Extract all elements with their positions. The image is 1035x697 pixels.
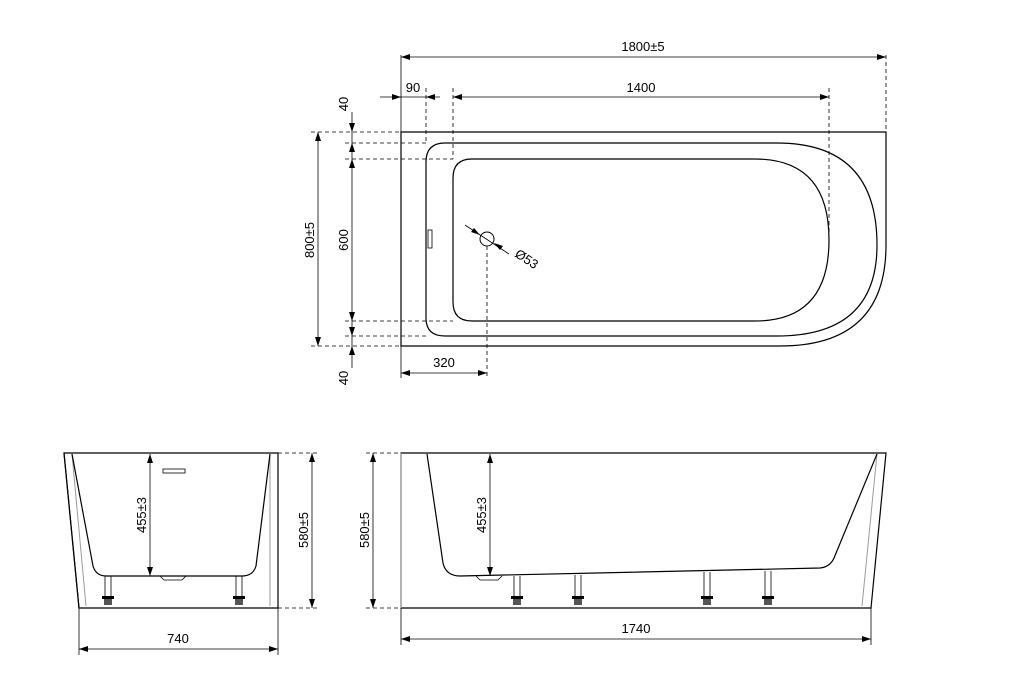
side-view-height-label: 580±5: [357, 512, 372, 548]
drain-diameter-label: Ø53: [512, 246, 541, 272]
overall-length-label: 1800±5: [621, 39, 664, 54]
end-view-height-label: 580±5: [296, 512, 311, 548]
drain-offset-label: 320: [433, 355, 455, 370]
top-view-rim-outline: [425, 142, 878, 337]
end-view-outer-outline: [63, 452, 279, 609]
inner-width-label: 600: [336, 229, 351, 251]
left-offset-label: 90: [406, 80, 420, 95]
end-view-overflow: [162, 468, 186, 474]
top-view-outer-outline: [400, 131, 887, 347]
overflow-slot: [427, 229, 433, 249]
top-view: Ø53 1800±5 90 1400 800±5: [302, 39, 887, 385]
end-view-width-label: 740: [167, 631, 189, 646]
side-view-length-label: 1740: [622, 621, 651, 636]
overall-width-label: 800±5: [302, 222, 317, 258]
end-view-depth-label: 455±3: [134, 497, 149, 533]
top-margin-label: 40: [336, 97, 351, 111]
side-view-depth-label: 455±3: [474, 497, 489, 533]
inner-length-label: 1400: [627, 80, 656, 95]
bottom-margin-label: 40: [336, 371, 351, 385]
side-view-inner-shell: [426, 453, 878, 577]
drain-circle: [479, 231, 495, 247]
top-view-basin-outline: [452, 158, 830, 322]
side-view-feet: [511, 571, 774, 605]
end-view-inner-shell: [71, 453, 271, 577]
end-view: 455±3 580±5 740: [63, 452, 318, 655]
side-view: 580±5 455±3 1740: [357, 452, 887, 645]
end-view-feet: [102, 576, 245, 605]
